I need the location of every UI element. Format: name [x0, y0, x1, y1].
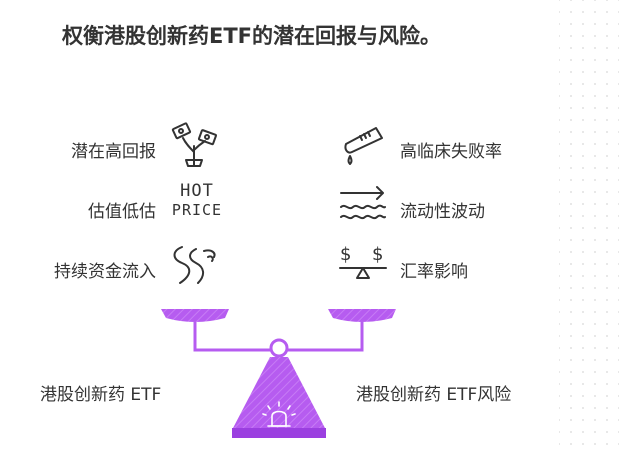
currency-left-symbol: $	[340, 244, 352, 265]
risks-side-label: 港股创新药 ETF风险	[356, 385, 512, 405]
returns-side-label: 港股创新药 ETF	[40, 385, 162, 405]
risk-item-clinical-failure: 高临床失败率	[400, 142, 502, 162]
return-item-undervalued: 估值低估	[88, 202, 156, 222]
scale-base-icon	[339, 267, 387, 279]
currency-right-symbol: $	[372, 244, 384, 265]
alarm-light-icon	[262, 401, 296, 427]
scale-base	[232, 357, 326, 430]
risk-item-liquidity: 流动性波动	[400, 202, 485, 222]
dot-grid-decoration	[559, 0, 619, 450]
page-title: 权衡港股创新药ETF的潜在回报与风险。	[62, 24, 442, 48]
hot-price-line2: PRICE	[171, 201, 223, 219]
scale-foot	[232, 428, 326, 438]
return-item-high-return: 潜在高回报	[71, 142, 156, 162]
currency-scale-icon: $ $	[336, 242, 390, 288]
left-pan	[161, 309, 229, 322]
risk-item-exchange-rate: 汇率影响	[400, 262, 468, 282]
wave-arrow-icon	[340, 186, 386, 220]
river-flow-icon	[173, 246, 216, 284]
test-tube-drip-icon	[344, 127, 383, 165]
scale-pivot	[269, 338, 289, 358]
hot-price-line1: HOT	[180, 181, 214, 201]
money-plant-icon	[171, 122, 217, 167]
return-item-capital-inflow: 持续资金流入	[54, 262, 156, 282]
hot-price-icon: HOT PRICE	[170, 182, 224, 220]
right-pan	[328, 309, 396, 322]
